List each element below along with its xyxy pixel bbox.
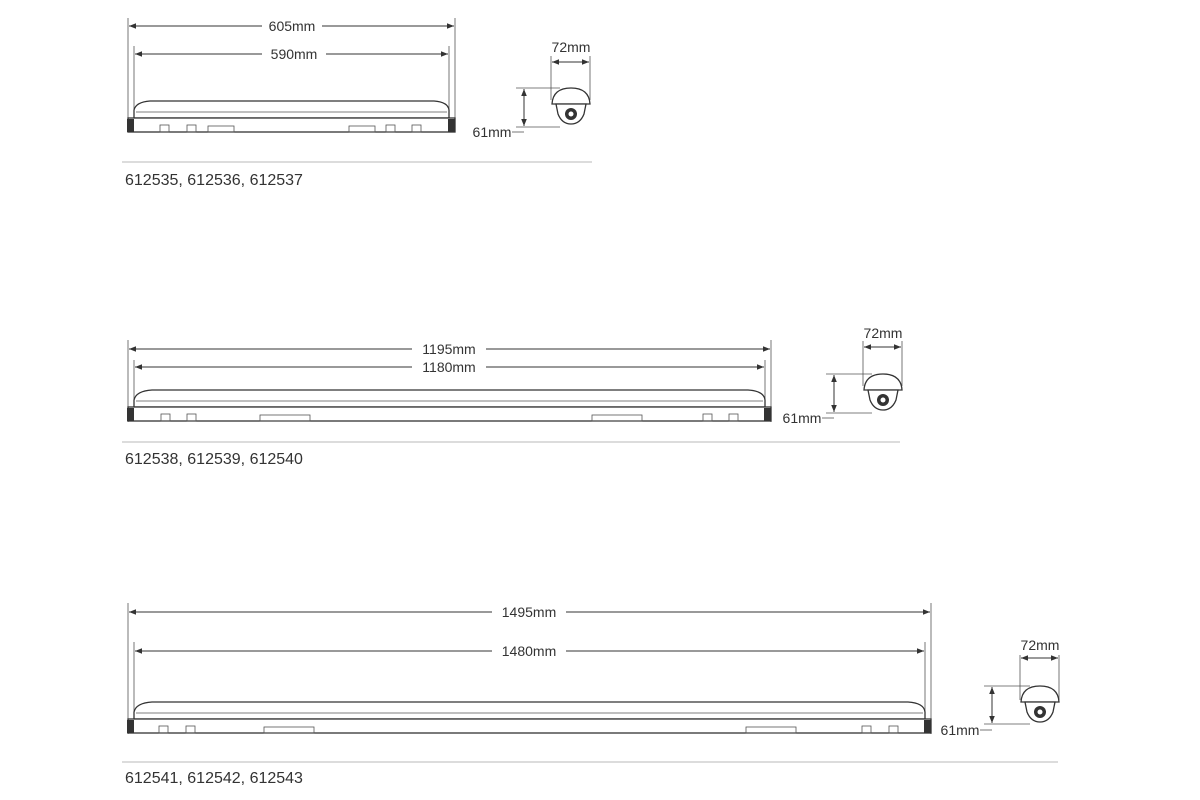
body-length-dimension: 1180mm <box>135 359 764 375</box>
variant-1: 605mm 590mm 72mm <box>122 18 592 189</box>
overall-length-label: 605mm <box>269 18 316 34</box>
body-length-label: 1480mm <box>502 643 556 659</box>
overall-length-dimension: 605mm <box>129 18 454 34</box>
body-length-label: 590mm <box>271 46 318 62</box>
luminaire-side-view <box>127 389 772 422</box>
profile-width-label: 72mm <box>864 325 903 341</box>
product-codes: 612541, 612542, 612543 <box>125 770 303 787</box>
product-codes: 612538, 612539, 612540 <box>125 451 303 468</box>
luminaire-profile-view: 72mm 61mm <box>941 637 1060 738</box>
profile-width-label: 72mm <box>1021 637 1060 653</box>
body-length-dimension: 1480mm <box>135 643 924 659</box>
body-length-dimension: 590mm <box>135 46 448 62</box>
variant-3: 1495mm 1480mm 72mm <box>122 603 1060 787</box>
overall-length-dimension: 1495mm <box>129 604 930 620</box>
variant-2: 1195mm 1180mm 72mm <box>122 325 903 468</box>
overall-length-dimension: 1195mm <box>129 341 770 357</box>
profile-height-label: 61mm <box>473 124 512 140</box>
luminaire-profile-view: 72mm 61mm <box>783 325 903 426</box>
product-codes: 612535, 612536, 612537 <box>125 172 303 189</box>
profile-height-label: 61mm <box>783 410 822 426</box>
body-length-label: 1180mm <box>422 359 475 375</box>
luminaire-profile-view: 72mm 61mm <box>473 39 591 140</box>
profile-height-label: 61mm <box>941 722 980 738</box>
luminaire-side-view <box>127 701 932 734</box>
overall-length-label: 1195mm <box>422 341 475 357</box>
profile-width-label: 72mm <box>552 39 591 55</box>
luminaire-side-view <box>127 100 456 133</box>
overall-length-label: 1495mm <box>502 604 556 620</box>
